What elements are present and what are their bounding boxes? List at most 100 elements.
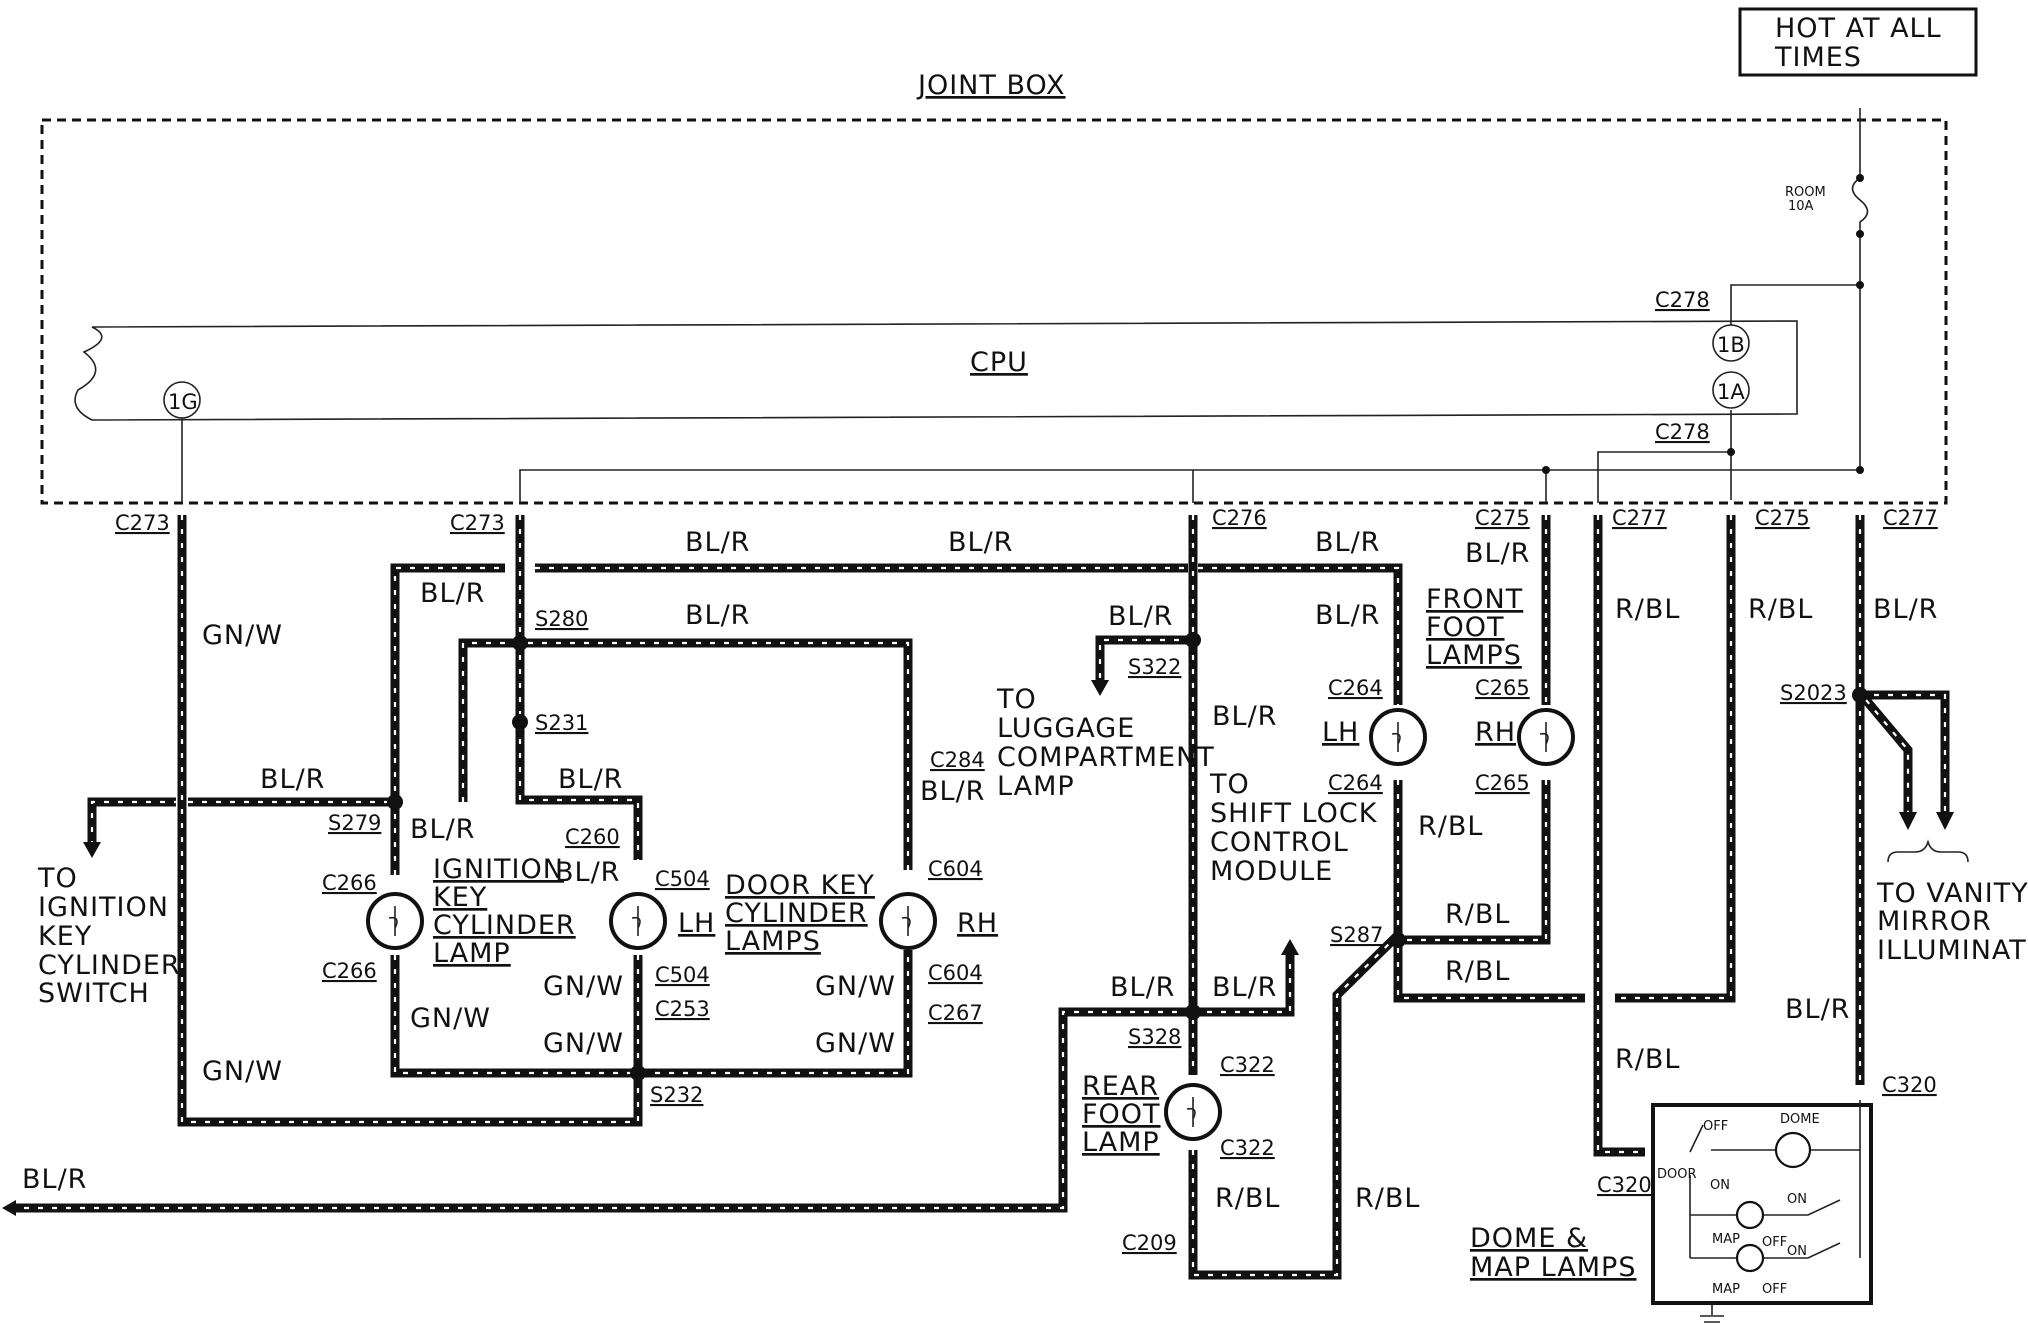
switch-dome: DOME (1780, 1112, 1820, 1127)
door-key-label: DOOR KEY CYLINDER LAMPS (725, 870, 874, 957)
switch-off-1: OFF (1703, 1119, 1728, 1134)
fuse-rating: 10A (1788, 199, 1814, 214)
svg-text:BL/R: BL/R (1212, 972, 1277, 1003)
fuse-name: ROOM (1785, 185, 1826, 200)
svg-text:C504: C504 (655, 867, 710, 891)
svg-text:C322: C322 (1220, 1136, 1275, 1160)
svg-text:BL/R: BL/R (22, 1164, 87, 1195)
connector-labels: C273 C273 C276 C275 C277 C275 C277 C278 … (115, 288, 1938, 1255)
svg-text:S231: S231 (535, 711, 588, 735)
hot-box (1738, 7, 1978, 77)
svg-text:R/BL: R/BL (1418, 811, 1483, 842)
joint-box-outline (40, 118, 1948, 505)
svg-text:SWITCH: SWITCH (38, 978, 150, 1009)
svg-text:C266: C266 (322, 871, 377, 895)
front-foot-label: FRONT FOOT LAMPS (1426, 584, 1523, 671)
splice-labels: S280 S231 S279 S232 S322 S328 S287 S2023 (328, 607, 1847, 1107)
svg-text:COMPARTMENT: COMPARTMENT (997, 742, 1215, 773)
svg-text:LAMP: LAMP (433, 938, 511, 969)
svg-text:GN/W: GN/W (202, 1056, 283, 1087)
svg-text:C266: C266 (322, 959, 377, 983)
fuse-symbol (1851, 108, 1869, 470)
svg-text:GN/W: GN/W (815, 1028, 896, 1059)
cpu-block (74, 320, 1798, 421)
svg-text:BL/R: BL/R (1110, 972, 1175, 1003)
svg-text:GN/W: GN/W (543, 1028, 624, 1059)
svg-text:TO: TO (37, 863, 78, 894)
svg-text:LAMPS: LAMPS (725, 926, 821, 957)
svg-text:S322: S322 (1128, 655, 1181, 679)
svg-text:CYLINDER: CYLINDER (38, 950, 181, 981)
svg-text:KEY: KEY (38, 921, 92, 952)
svg-text:C273: C273 (115, 511, 170, 535)
svg-text:S280: S280 (535, 607, 588, 631)
svg-text:DOME &: DOME & (1470, 1223, 1588, 1254)
page-title: JOINT BOX (916, 70, 1066, 101)
svg-text:C284: C284 (930, 748, 985, 772)
switch-map-1: MAP (1712, 1232, 1740, 1247)
svg-text:TO VANITY: TO VANITY (1876, 878, 2028, 909)
door-rh-label: RH (957, 908, 998, 939)
svg-text:LAMPS: LAMPS (1426, 640, 1522, 671)
svg-text:C265: C265 (1475, 771, 1530, 795)
svg-text:LAMP: LAMP (1082, 1127, 1160, 1158)
svg-text:GN/W: GN/W (202, 620, 283, 651)
svg-text:R/BL: R/BL (1615, 594, 1680, 625)
svg-text:C277: C277 (1612, 506, 1667, 530)
svg-text:C265: C265 (1475, 676, 1530, 700)
dome-map-switch: OFF DOME DOOR ON ON MAP OFF ON MAP OFF (1651, 1100, 1873, 1323)
svg-text:C209: C209 (1122, 1231, 1177, 1255)
svg-text:S328: S328 (1128, 1025, 1181, 1049)
foot-rh-label: RH (1475, 717, 1516, 748)
svg-text:C278: C278 (1655, 288, 1710, 312)
svg-text:FRONT: FRONT (1426, 584, 1523, 615)
svg-text:C253: C253 (655, 997, 710, 1021)
svg-text:GN/W: GN/W (543, 971, 624, 1002)
svg-text:C604: C604 (928, 857, 983, 881)
svg-text:C278: C278 (1655, 420, 1710, 444)
switch-map-2: MAP (1712, 1282, 1740, 1297)
svg-text:C264: C264 (1328, 771, 1383, 795)
svg-text:BL/R: BL/R (1315, 527, 1380, 558)
svg-text:CYLINDER: CYLINDER (433, 910, 576, 941)
svg-text:BL/R: BL/R (1212, 701, 1277, 732)
svg-text:C504: C504 (655, 963, 710, 987)
svg-text:GN/W: GN/W (410, 1003, 491, 1034)
cpu-label: CPU (970, 347, 1028, 378)
wire-color-labels: GN/W GN/W GN/W GN/W GN/W GN/W GN/W BL/R … (22, 527, 1937, 1214)
svg-text:C273: C273 (450, 511, 505, 535)
svg-text:C320: C320 (1597, 1173, 1652, 1197)
svg-text:BL/R: BL/R (260, 764, 325, 795)
svg-text:C264: C264 (1328, 676, 1383, 700)
svg-text:BL/R: BL/R (685, 600, 750, 631)
svg-text:BL/R: BL/R (410, 814, 475, 845)
svg-text:C275: C275 (1475, 506, 1530, 530)
switch-on-3: ON (1787, 1244, 1807, 1259)
svg-text:C277: C277 (1883, 506, 1938, 530)
svg-text:MAP LAMPS: MAP LAMPS (1470, 1252, 1636, 1283)
svg-text:S232: S232 (650, 1083, 703, 1107)
svg-text:BL/R: BL/R (948, 527, 1013, 558)
svg-text:R/BL: R/BL (1615, 1044, 1680, 1075)
switch-on-1: ON (1710, 1178, 1730, 1193)
svg-text:SHIFT LOCK: SHIFT LOCK (1210, 798, 1378, 829)
pin-1g: 1G (168, 390, 198, 414)
switch-on-2: ON (1787, 1192, 1807, 1207)
svg-text:BL/R: BL/R (1465, 538, 1530, 569)
svg-text:TO: TO (1209, 769, 1250, 800)
svg-text:C276: C276 (1212, 506, 1267, 530)
svg-text:R/BL: R/BL (1445, 899, 1510, 930)
switch-door: DOOR (1657, 1167, 1697, 1182)
svg-text:BL/R: BL/R (555, 857, 620, 888)
svg-text:ILLUMINATIO: ILLUMINATIO (1877, 935, 2028, 966)
hot-label-1: HOT AT ALL (1775, 13, 1942, 44)
svg-text:R/BL: R/BL (1215, 1183, 1280, 1214)
svg-text:R/BL: R/BL (1445, 956, 1510, 987)
switch-off-3: OFF (1762, 1282, 1787, 1297)
svg-text:GN/W: GN/W (815, 971, 896, 1002)
door-lh-label: LH (678, 908, 715, 939)
svg-text:S279: S279 (328, 811, 381, 835)
svg-text:FOOT: FOOT (1082, 1099, 1161, 1130)
foot-lh-label: LH (1322, 717, 1359, 748)
